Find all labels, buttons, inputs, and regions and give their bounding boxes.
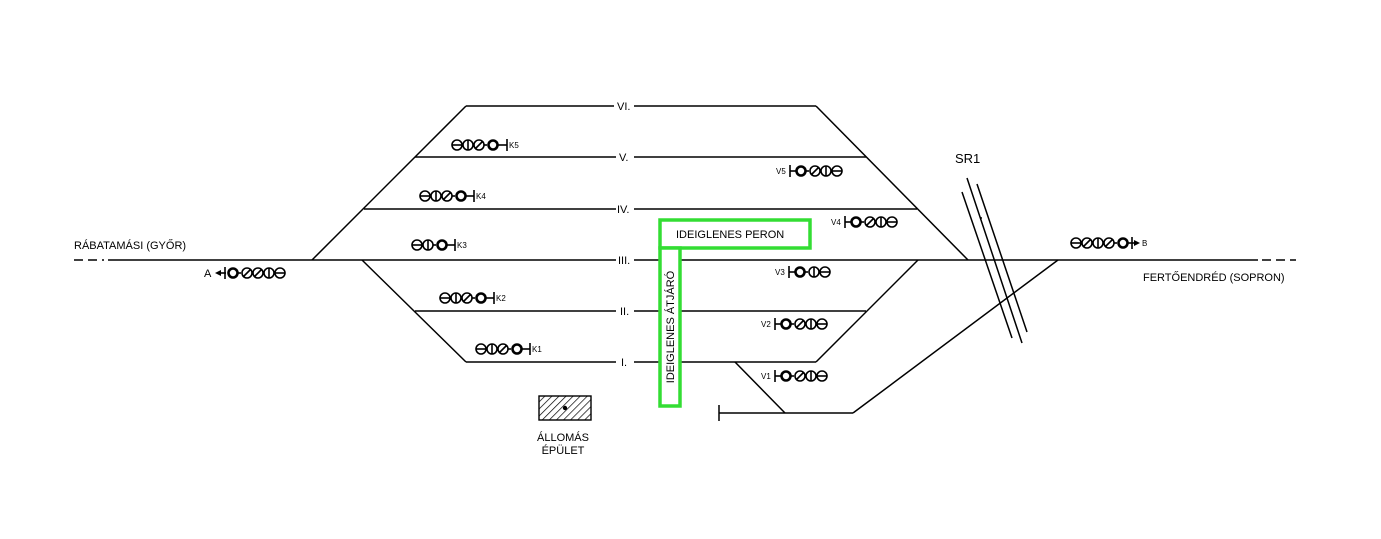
signal-V5-icon [789,165,843,177]
station-building-label-line1: ÁLLOMÁS [537,431,589,444]
track-labels: VI. V. IV. III. II. I. [617,101,630,369]
signal-label-K1: K1 [532,345,542,354]
switch-line [815,105,969,261]
signal-V3-icon [788,266,831,278]
level-crossing-line [961,191,1013,339]
signal-label-K2: K2 [496,294,506,303]
signal-K1-icon [475,343,531,355]
level-crossing-line [966,177,1023,344]
switch-line [311,105,467,261]
signal-label-V2: V2 [761,320,771,329]
signal-V4-icon [844,216,898,228]
signal-label-B: B [1142,239,1147,248]
temporary-platform-box [658,218,812,250]
temporary-platform-label: IDEIGLENES PERON [676,229,784,241]
signal-K3-icon [411,239,456,251]
track-label-V: V. [619,152,628,164]
temporary-walkway-label: IDEIGLENES ÁTJÁRÓ [664,270,677,383]
level-crossing-line [976,183,1028,333]
level-crossing-label: SR1 [955,151,980,166]
signal-label-V1: V1 [761,372,771,381]
signal-A-icon [215,267,286,279]
track-label-VI: VI. [617,101,630,113]
signal-label-V4: V4 [831,218,841,227]
signal-label-K5: K5 [509,141,519,150]
track-label-I: I. [621,357,627,369]
signal-label-K3: K3 [457,241,467,250]
signal-label-A: A [204,268,212,280]
siding-line [852,259,1059,414]
station-building-label-line2: ÉPÜLET [542,444,585,457]
track-label-IV: IV. [617,204,629,216]
signal-V2-icon [774,318,828,330]
station-building-icon [538,395,592,421]
signal-label-K4: K4 [476,192,486,201]
track-label-II: II. [620,306,629,318]
station-name-right: FERTŐENDRÉD (SOPRON) [1143,270,1285,284]
signal-label-V5: V5 [776,167,786,176]
signal-V1-icon [774,370,828,382]
signal-K2-icon [439,292,495,304]
signal-B-icon [1070,237,1140,249]
station-name-left: RÁBATAMÁSI (GYŐR) [74,238,186,252]
track-label-III: III. [618,255,630,267]
switch-line [815,259,919,363]
signal-K5-icon [451,139,508,151]
signal-K4-icon [419,190,475,202]
signal-labels: K5 K4 K3 K2 K1 A B V5 V4 V3 V2 V1 [204,141,1147,381]
temporary-walkway-box [658,246,682,408]
track-lines [74,105,1296,421]
level-crossing-dot [980,217,982,219]
switch-line [361,259,467,363]
signal-label-V3: V3 [775,268,785,277]
siding-line [734,361,786,414]
